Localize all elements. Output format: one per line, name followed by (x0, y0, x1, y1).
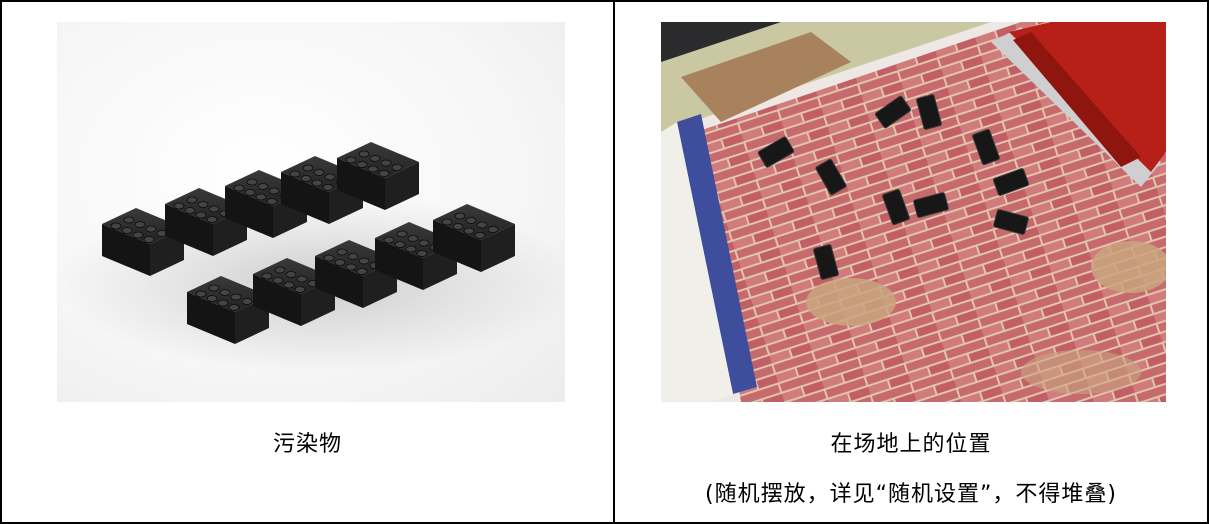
lego-stud (345, 263, 357, 271)
lego-stud (195, 211, 207, 219)
lego-stud (233, 184, 245, 192)
lego-stud (334, 259, 346, 266)
lego-stud (300, 175, 312, 182)
lego-stud (405, 245, 417, 253)
lego-stud (274, 266, 286, 274)
lego-stud (206, 216, 218, 223)
field-lego-brick (913, 192, 949, 218)
lego-stud (369, 155, 381, 162)
lego-stud (347, 253, 359, 260)
lego-stud (345, 156, 357, 164)
lego-stud (246, 178, 258, 186)
lego-stud (474, 232, 486, 239)
table-cell-position: 在场地上的位置 (随机摆放，详见“随机设置”，不得堆叠) (615, 2, 1207, 522)
lego-stud (145, 225, 157, 233)
lego-stud (132, 231, 144, 239)
lego-stud (356, 161, 368, 168)
lego-stud (195, 290, 207, 298)
lego-stud (358, 150, 370, 158)
lego-stud (268, 187, 280, 195)
lego-stud (416, 250, 428, 257)
lego-stud (123, 216, 135, 224)
lego-stud (323, 254, 335, 262)
field-lego-brick (815, 158, 847, 196)
lego-stud (255, 193, 267, 201)
lego-stud (441, 218, 453, 226)
lego-stud (454, 212, 466, 220)
lego-stud (257, 183, 269, 190)
field-lego-brick (757, 136, 795, 168)
lego-stud (186, 196, 198, 204)
lego-stud (217, 299, 229, 307)
lego-stud (407, 235, 419, 242)
lego-stud (463, 227, 475, 235)
lego-stud (313, 169, 325, 176)
lego-stud (283, 281, 295, 289)
placement-note: (随机摆放，详见“随机设置”，不得堆叠) (705, 482, 1117, 507)
lego-stud (110, 222, 122, 230)
field-lego-brick (875, 95, 911, 129)
lego-stud (206, 295, 218, 302)
lego-stud (261, 272, 273, 280)
lego-stud (324, 173, 336, 181)
lego-stud (322, 184, 334, 191)
lego-stud (143, 236, 155, 243)
pollutant-caption: 污染物 (272, 432, 342, 457)
lego-stud (208, 284, 220, 292)
lego-stud (296, 275, 308, 283)
lego-stud (197, 201, 209, 208)
lego-stud (476, 221, 488, 229)
lego-stud (487, 226, 499, 233)
lego-stud (241, 298, 253, 305)
field-lego-brick (992, 168, 1030, 196)
lego-brick (253, 258, 335, 326)
lego-stud (294, 286, 306, 293)
table-cell-pollutant: 污染物 (2, 2, 615, 522)
lego-stud (272, 277, 284, 284)
field-lego-brick (882, 188, 910, 226)
lego-stud (418, 239, 430, 247)
lego-bricks-image (57, 22, 565, 402)
lego-stud (356, 268, 368, 275)
lego-stud (302, 164, 314, 172)
lego-stud (285, 271, 297, 278)
lego-stud (367, 165, 379, 173)
lego-stud (383, 236, 395, 244)
lego-stud (289, 170, 301, 178)
lego-stud (121, 227, 133, 234)
lego-brick (102, 208, 184, 276)
lego-stud (208, 205, 220, 213)
lego-stud (380, 159, 392, 167)
field-lego-brick (993, 209, 1029, 235)
field-lego-brick (916, 94, 942, 130)
lego-stud (219, 289, 231, 296)
lego-stud (266, 198, 278, 205)
lego-stud (311, 179, 323, 187)
lego-stud (228, 304, 240, 311)
lego-brick (337, 142, 419, 210)
field-lego-brick (972, 128, 1000, 166)
lego-stud (173, 202, 185, 210)
lego-stud (391, 164, 403, 171)
lego-stud (134, 221, 146, 228)
lego-stud (244, 189, 256, 196)
lego-stud (336, 248, 348, 256)
lego-stud (378, 170, 390, 177)
field-photo-illustration (661, 22, 1166, 402)
position-caption: 在场地上的位置 (830, 432, 992, 457)
lego-brick (433, 204, 515, 272)
field-photo-image (661, 22, 1166, 402)
lego-stud (452, 223, 464, 230)
lego-stud (230, 293, 242, 301)
lego-stud (394, 241, 406, 248)
field-lego-brick (813, 244, 839, 280)
lego-stud (396, 230, 408, 238)
lego-stud (358, 257, 370, 265)
lego-stud (465, 217, 477, 224)
lego-bricks-illustration (57, 142, 565, 372)
lego-stud (184, 207, 196, 214)
